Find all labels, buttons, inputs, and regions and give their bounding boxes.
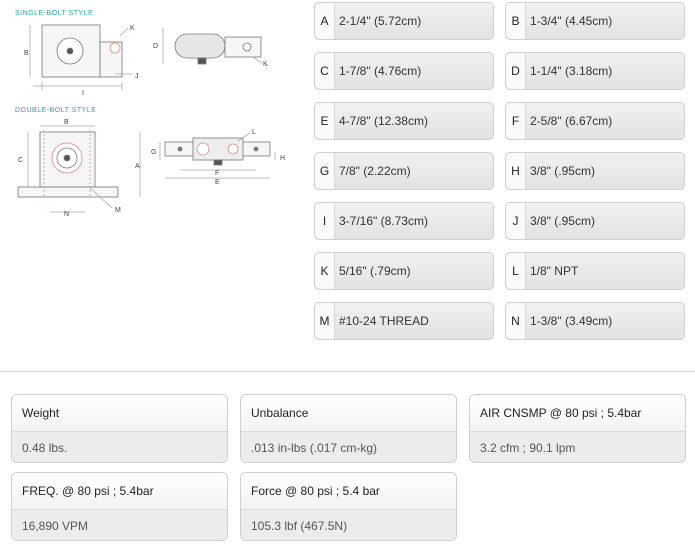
double-bolt-side-view (159, 132, 276, 179)
single-bolt-title: SINGLE-BOLT STYLE (15, 10, 93, 17)
dimension-letter: C (315, 53, 335, 89)
double-bolt-front-view (17, 125, 141, 213)
spec-value: 3.2 cfm ; 90.1 lpm (470, 432, 685, 462)
spec-label: AIR CNSMP @ 80 psi ; 5.4bar (470, 395, 685, 432)
dimension-value: 3/8" (.95cm) (530, 164, 595, 178)
label-l: L (252, 129, 256, 136)
dimension-card-m: M #10-24 THREAD (314, 302, 494, 340)
spec-label: Unbalance (241, 395, 456, 432)
single-bolt-front-view (29, 24, 132, 90)
spec-value: 105.3 lbf (467.5N) (241, 510, 456, 540)
spec-label: FREQ. @ 80 psi ; 5.4bar (12, 473, 227, 510)
label-b-single: B (24, 50, 29, 57)
label-i: I (82, 90, 84, 97)
dimension-card-l: L 1/8" NPT (505, 252, 685, 290)
label-n: N (64, 211, 69, 218)
dimension-letter: G (315, 153, 335, 189)
spec-value: 16,890 VPM (12, 510, 227, 540)
label-b-double: B (64, 119, 69, 126)
dimension-card-b: B 1-3/4" (4.45cm) (505, 2, 685, 40)
dimension-value: 1-1/4" (3.18cm) (530, 64, 613, 78)
dimension-letter: H (506, 153, 526, 189)
dimension-card-e: E 4-7/8" (12.38cm) (314, 102, 494, 140)
double-bolt-title: DOUBLE-BOLT STYLE (15, 107, 96, 114)
label-k-single: K (130, 25, 135, 32)
dimension-card-k: K 5/16" (.79cm) (314, 252, 494, 290)
dimension-letter: F (506, 103, 526, 139)
label-m: M (115, 207, 121, 214)
dimension-value: 2-5/8" (6.67cm) (530, 114, 613, 128)
dimension-letter: K (315, 253, 335, 289)
section-divider (0, 371, 695, 372)
spec-card-weight: Weight 0.48 lbs. (11, 394, 228, 463)
label-g: G (151, 149, 156, 156)
label-h: H (280, 155, 285, 162)
spec-value: 0.48 lbs. (12, 432, 227, 462)
dimension-letter: N (506, 303, 526, 339)
dimension-value: 1-7/8" (4.76cm) (339, 64, 422, 78)
dimension-card-a: A 2-1/4" (5.72cm) (314, 2, 494, 40)
dimension-value: 3-7/16" (8.73cm) (339, 214, 428, 228)
dimension-letter: D (506, 53, 526, 89)
dimension-card-h: H 3/8" (.95cm) (505, 152, 685, 190)
spec-card-unbalance: Unbalance .013 in-lbs (.017 cm-kg) (240, 394, 457, 463)
label-d: D (153, 43, 158, 50)
dimension-card-g: G 7/8" (2.22cm) (314, 152, 494, 190)
dimension-card-i: I 3-7/16" (8.73cm) (314, 202, 494, 240)
dimension-letter: I (315, 203, 335, 239)
dimension-value: 4-7/8" (12.38cm) (339, 114, 428, 128)
label-a: A (135, 163, 140, 170)
dimension-card-c: C 1-7/8" (4.76cm) (314, 52, 494, 90)
dimension-card-d: D 1-1/4" (3.18cm) (505, 52, 685, 90)
dimension-letter: E (315, 103, 335, 139)
dimension-letter: M (315, 303, 335, 339)
label-j: J (135, 73, 139, 80)
spec-card-air-consumption: AIR CNSMP @ 80 psi ; 5.4bar 3.2 cfm ; 90… (469, 394, 686, 463)
dimension-value: 7/8" (2.22cm) (339, 164, 411, 178)
dimension-card-f: F 2-5/8" (6.67cm) (505, 102, 685, 140)
spec-value: .013 in-lbs (.017 cm-kg) (241, 432, 456, 462)
spec-card-frequency: FREQ. @ 80 psi ; 5.4bar 16,890 VPM (11, 472, 228, 541)
spec-label: Force @ 80 psi ; 5.4 bar (241, 473, 456, 510)
single-bolt-side-view (162, 28, 263, 65)
dimension-value: 3/8" (.95cm) (530, 214, 595, 228)
dimension-value: 2-1/4" (5.72cm) (339, 14, 422, 28)
dimension-value: 1-3/8" (3.49cm) (530, 314, 613, 328)
dimension-letter: J (506, 203, 526, 239)
dimension-card-j: J 3/8" (.95cm) (505, 202, 685, 240)
dimension-value: 1-3/4" (4.45cm) (530, 14, 613, 28)
dimension-value: 5/16" (.79cm) (339, 264, 411, 278)
dimension-value: 1/8" NPT (530, 264, 579, 278)
label-c: C (18, 157, 23, 164)
dimension-letter: L (506, 253, 526, 289)
dimension-letter: A (315, 3, 335, 39)
dimension-value: #10-24 THREAD (339, 314, 429, 328)
spec-card-force: Force @ 80 psi ; 5.4 bar 105.3 lbf (467.… (240, 472, 457, 541)
label-f: F (215, 170, 219, 177)
spec-label: Weight (12, 395, 227, 432)
technical-drawing: SINGLE-BOLT STYLE DOUBLE-BOLT STYLE B K … (15, 10, 285, 218)
label-k-side: K (263, 61, 268, 68)
dimension-card-n: N 1-3/8" (3.49cm) (505, 302, 685, 340)
dimension-letter: B (506, 3, 526, 39)
label-e: E (215, 179, 220, 186)
